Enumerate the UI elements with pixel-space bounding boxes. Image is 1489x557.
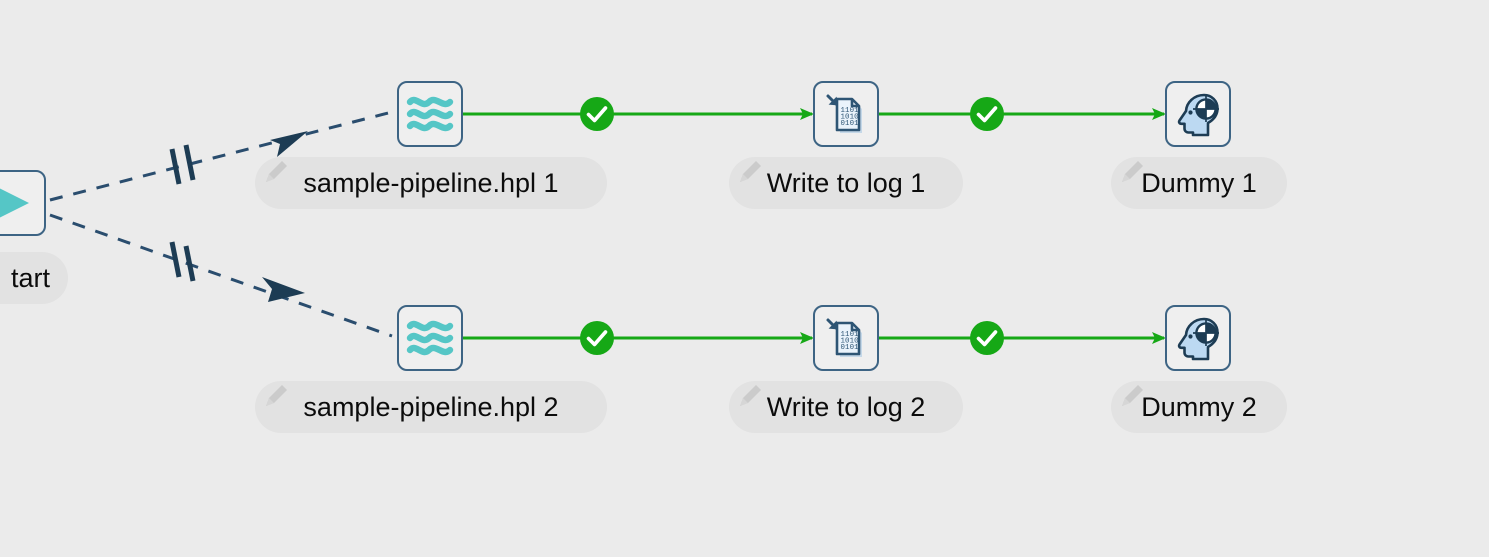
write-to-log-icon: 1101 1010 0101 xyxy=(826,94,862,133)
pipeline-waves-icon xyxy=(406,320,454,356)
svg-text:0101: 0101 xyxy=(841,344,860,352)
node-label-dummy-2-text: Dummy 2 xyxy=(1141,391,1257,422)
node-label-pipeline-1[interactable]: sample-pipeline.hpl 1 xyxy=(255,157,607,209)
node-label-dummy-1[interactable]: Dummy 1 xyxy=(1111,157,1287,209)
pencil-edit-icon xyxy=(740,161,761,182)
node-pipeline-1[interactable] xyxy=(397,81,463,147)
parallel-bars-icon xyxy=(169,144,196,185)
check-circle-icon[interactable] xyxy=(580,97,614,131)
dummy-head-icon xyxy=(1177,93,1219,137)
node-write-to-log-2[interactable]: 1101 1010 0101 xyxy=(813,305,879,371)
check-circle-icon[interactable] xyxy=(970,321,1004,355)
node-write-to-log-1[interactable]: 1101 1010 0101 xyxy=(813,81,879,147)
check-circle-icon[interactable] xyxy=(970,97,1004,131)
node-label-dummy-1-text: Dummy 1 xyxy=(1141,167,1257,198)
node-label-start-text: tart xyxy=(10,262,50,293)
node-label-write-to-log-2-text: Write to log 2 xyxy=(766,391,926,422)
node-label-pipeline-1-text: sample-pipeline.hpl 1 xyxy=(303,167,559,198)
dummy-head-icon xyxy=(1177,317,1219,361)
node-label-pipeline-2-text: sample-pipeline.hpl 2 xyxy=(303,391,559,422)
node-dummy-2[interactable] xyxy=(1165,305,1231,371)
svg-text:1101: 1101 xyxy=(841,107,860,115)
svg-text:1010: 1010 xyxy=(841,338,859,346)
node-label-write-to-log-1-text: Write to log 1 xyxy=(766,167,926,198)
node-dummy-1[interactable] xyxy=(1165,81,1231,147)
play-triangle-icon xyxy=(0,188,29,218)
node-label-pipeline-2[interactable]: sample-pipeline.hpl 2 xyxy=(255,381,607,433)
node-label-dummy-2[interactable]: Dummy 2 xyxy=(1111,381,1287,433)
pencil-edit-icon xyxy=(266,161,287,182)
node-label-start[interactable]: tart xyxy=(0,252,68,304)
node-start[interactable] xyxy=(0,170,46,236)
node-label-write-to-log-2[interactable]: Write to log 2 xyxy=(729,381,963,433)
node-pipeline-2[interactable] xyxy=(397,305,463,371)
pipeline-waves-icon xyxy=(406,96,454,132)
pencil-edit-icon xyxy=(740,385,761,406)
node-label-write-to-log-1[interactable]: Write to log 1 xyxy=(729,157,963,209)
pencil-edit-icon xyxy=(266,385,287,406)
svg-text:0101: 0101 xyxy=(841,120,860,128)
svg-text:1101: 1101 xyxy=(841,331,860,339)
write-to-log-icon: 1101 1010 0101 xyxy=(826,318,862,357)
hop-start-to-pipeline-2[interactable] xyxy=(49,213,393,338)
parallel-bars-icon xyxy=(169,241,196,282)
svg-text:1010: 1010 xyxy=(841,114,859,122)
check-circle-icon[interactable] xyxy=(580,321,614,355)
